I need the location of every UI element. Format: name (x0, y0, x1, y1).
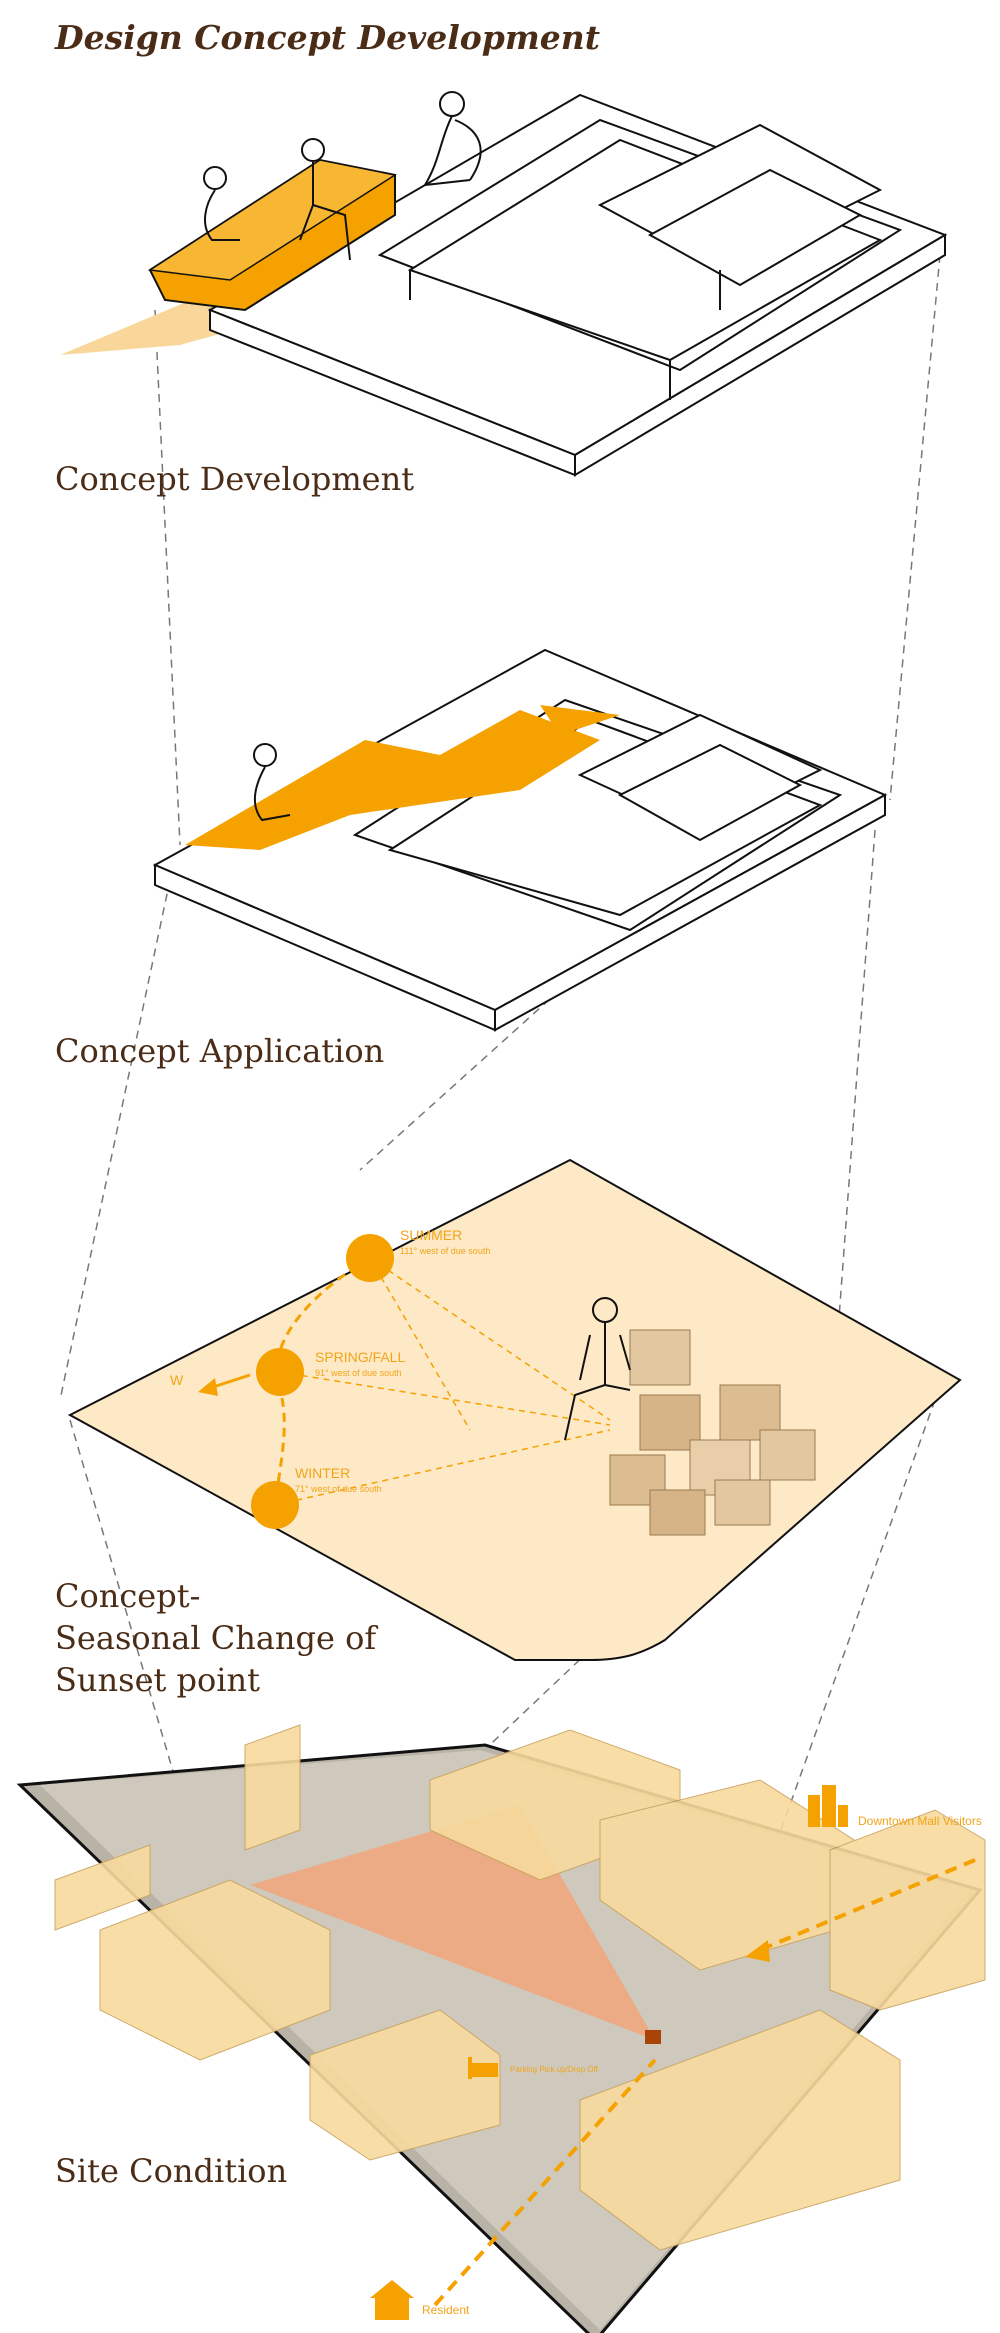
parking-icon (468, 2057, 498, 2079)
concept-development-model (60, 91, 948, 477)
arrow-icon (745, 1940, 770, 1962)
spring-fall-label: SPRING/FALL (315, 1349, 405, 1365)
winter-sun (251, 1481, 299, 1529)
section-seasonal-line-3: Sunset point (55, 1661, 260, 1699)
person-figure (203, 91, 482, 261)
section-concept-development: Concept Development (55, 460, 415, 498)
winter-label: WINTER (295, 1465, 350, 1481)
summer-detail: 111° west of due south (400, 1246, 490, 1256)
house-icon (370, 2280, 414, 2320)
winter-detail: 71° west of due south (295, 1484, 382, 1494)
section-site-condition: Site Condition (55, 2152, 288, 2190)
building-icon (808, 1785, 848, 1827)
dropoff-label: Parking Pick up/Drop Off (510, 2065, 599, 2074)
section-concept-application: Concept Application (55, 1032, 385, 1070)
spring-fall-detail: 91° west of due south (315, 1368, 402, 1378)
guide-lines (59, 254, 941, 2001)
section-seasonal-line-1: Concept- (55, 1577, 201, 1615)
summer-label: SUMMER (400, 1227, 462, 1243)
west-label: W (170, 1372, 184, 1388)
site-condition-model: Downtown Mall Visitors Resident Parking … (16, 1724, 986, 2333)
concept-application-model (152, 648, 888, 1032)
seasonal-sunset-plane: W SUMMER 111° west of due south SPRING/F… (67, 1158, 962, 1661)
dropoff-marker (645, 2030, 661, 2044)
page-title: Design Concept Development (55, 18, 600, 57)
visitors-label: Downtown Mall Visitors (858, 1814, 982, 1828)
person-figure (253, 743, 291, 822)
wooden-cubes (609, 1329, 816, 1536)
resident-label: Resident (422, 2303, 470, 2317)
west-arrow-icon (198, 1378, 218, 1396)
person-figure (564, 1297, 631, 1441)
section-seasonal-line-2: Seasonal Change of (55, 1619, 377, 1657)
spring-fall-sun (256, 1348, 304, 1396)
summer-sun (346, 1234, 394, 1282)
